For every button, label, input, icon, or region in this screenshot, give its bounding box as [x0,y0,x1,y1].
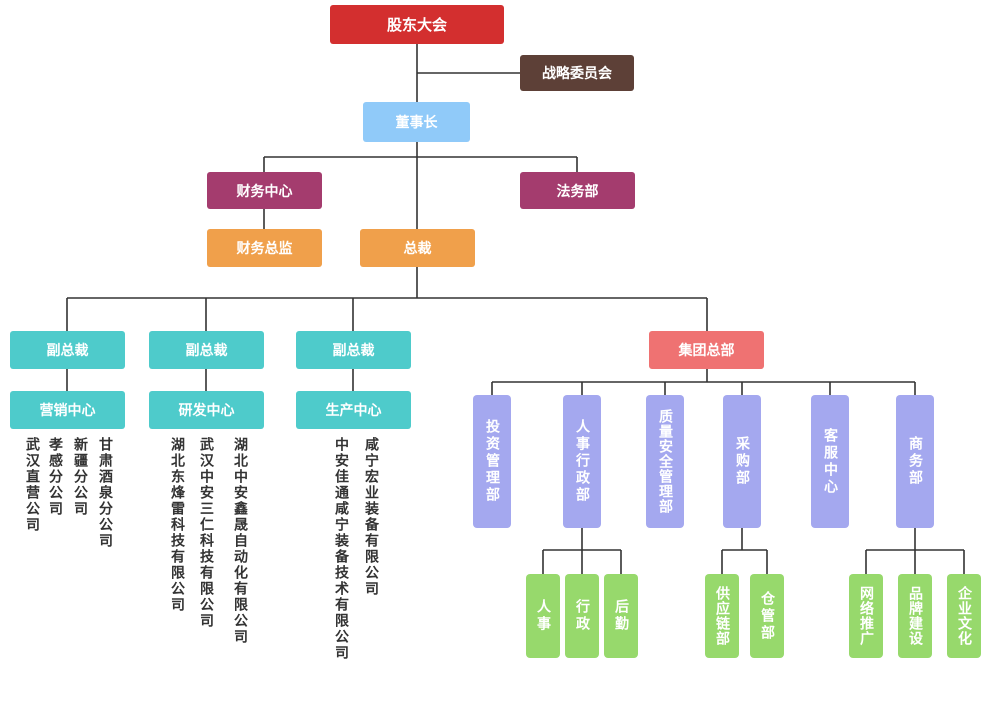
leaf-warehouse-label: 仓管部 [759,590,775,642]
node-vp-2: 副总裁 [149,331,264,369]
node-president-label: 总裁 [403,241,432,257]
dept-hr-admin-label: 人事行政部 [574,419,590,504]
leaf-supply-chain: 供应链部 [705,574,739,658]
leaf-admin-label: 行政 [574,599,590,633]
subsidiary-zhongan-sanren: 武汉中安三仁科技有限公司 [198,437,214,629]
leaf-culture-label: 企业文化 [956,586,972,646]
dept-business: 商务部 [896,395,934,528]
node-chairman: 董事长 [363,102,470,142]
dept-quality: 质量安全管理部 [646,395,684,528]
subsidiary-xinjiang: 新疆分公司 [72,437,88,517]
node-vp-3: 副总裁 [296,331,411,369]
leaf-network-label: 网络推广 [858,586,874,646]
node-finance-center-label: 财务中心 [236,183,293,200]
node-production-center-label: 生产中心 [325,403,382,419]
leaf-hr: 人事 [526,574,560,658]
dept-purchasing-label: 采购部 [734,436,750,487]
subsidiary-jiuquan: 甘肃酒泉分公司 [97,437,113,549]
subsidiary-xiaogan: 孝感分公司 [47,437,63,517]
connector-chairman-branches [263,156,578,172]
node-shareholders-label: 股东大会 [386,16,447,34]
dept-business-label: 商务部 [907,436,923,487]
dept-purchasing: 采购部 [723,395,761,528]
node-strategy-label: 战略委员会 [542,66,612,82]
subsidiary-wuhan-direct: 武汉直营公司 [24,437,40,533]
dept-quality-label: 质量安全管理部 [657,409,673,514]
leaf-hr-label: 人事 [535,599,551,633]
node-finance-director-label: 财务总监 [236,241,293,257]
leaf-brand-label: 品牌建设 [907,586,923,646]
leaf-warehouse: 仓管部 [750,574,784,658]
leaf-network: 网络推广 [849,574,883,658]
node-rnd-center: 研发中心 [149,391,264,429]
node-shareholders: 股东大会 [330,5,504,44]
leaf-logistics-label: 后勤 [613,599,629,633]
node-rnd-center-label: 研发中心 [178,403,235,419]
node-vp-3-label: 副总裁 [332,343,375,359]
dept-investment-label: 投资管理部 [484,419,500,504]
node-finance-center: 财务中心 [207,172,322,209]
connector-president-row [66,267,708,331]
dept-service-label: 客服中心 [822,427,838,496]
node-group-hq-label: 集团总部 [678,343,735,359]
leaf-logistics: 后勤 [604,574,638,658]
leaf-admin: 行政 [565,574,599,658]
connector-business-subs [865,528,965,574]
node-vp-1: 副总裁 [10,331,125,369]
subsidiary-zhongan-xinsheng: 湖北中安鑫晟自动化有限公司 [232,437,248,645]
node-vp-1-label: 副总裁 [46,343,89,359]
dept-service: 客服中心 [811,395,849,528]
leaf-brand: 品牌建设 [898,574,932,658]
node-finance-director: 财务总监 [207,229,322,267]
node-marketing-center: 营销中心 [10,391,125,429]
node-chairman-label: 董事长 [395,115,438,131]
node-legal-label: 法务部 [556,183,599,200]
node-vp-2-label: 副总裁 [185,343,228,359]
node-marketing-center-label: 营销中心 [39,403,96,419]
subsidiary-jiatong: 中安佳通咸宁装备技术有限公司 [333,437,349,661]
node-legal: 法务部 [520,172,635,209]
node-president: 总裁 [360,229,475,267]
connector-hq-depts [491,369,916,395]
node-strategy: 战略委员会 [520,55,634,91]
connector-hr-subs [542,528,622,574]
node-production-center: 生产中心 [296,391,411,429]
leaf-supply-chain-label: 供应链部 [714,586,730,646]
node-group-hq: 集团总部 [649,331,764,369]
dept-hr-admin: 人事行政部 [563,395,601,528]
connector-vp-centers [66,369,354,391]
subsidiary-hongye: 咸宁宏业装备有限公司 [363,437,379,597]
dept-investment: 投资管理部 [473,395,511,528]
connector-purchasing-subs [721,528,768,574]
leaf-culture: 企业文化 [947,574,981,658]
subsidiary-dongfenglei: 湖北东烽雷科技有限公司 [169,437,185,613]
